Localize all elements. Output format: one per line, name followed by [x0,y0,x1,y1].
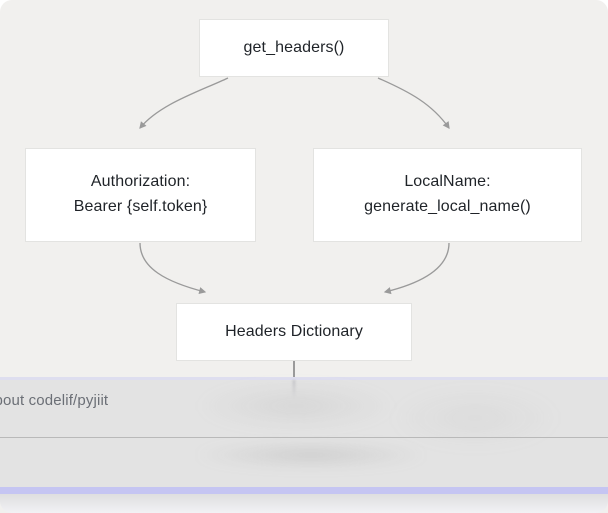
overlay-divider [0,437,608,438]
edge-result-stub-fade [293,380,295,398]
node-headers-dictionary[interactable]: Headers Dictionary [176,303,412,361]
edge-auth-to-result [139,242,207,295]
node-localname-line-1: LocalName: [404,173,491,191]
node-localname-line-2: generate_local_name() [364,198,531,215]
node-authorization-line-1: Authorization: [90,173,191,191]
node-authorization-line-2: Bearer {self.token} [73,198,208,215]
overlay-blurred-content-lower [196,442,426,468]
overlay-heading-about-repo: about codelif/pyjiit [0,392,109,409]
edge-root-to-local [377,77,450,129]
overlay-blurred-content-right [390,388,560,448]
edge-local-to-result [383,242,450,295]
overlay-accent-band [0,487,608,494]
edge-root-to-auth [139,77,229,129]
node-get-headers[interactable]: get_headers() [199,19,389,77]
edge-result-to-offscreen [293,361,295,385]
node-localname-header[interactable]: LocalName: generate_local_name() [313,148,582,242]
node-get-headers-label: get_headers() [243,38,345,56]
node-headers-dictionary-label: Headers Dictionary [225,322,363,340]
overlay-surface [0,380,608,488]
overlay-footer-gradient [0,494,608,513]
overlay-blurred-content-upper [196,382,396,430]
overlay-top-edge [0,377,608,380]
node-authorization-header[interactable]: Authorization: Bearer {self.token} [25,148,256,242]
bottom-overlay-panel [0,377,608,513]
